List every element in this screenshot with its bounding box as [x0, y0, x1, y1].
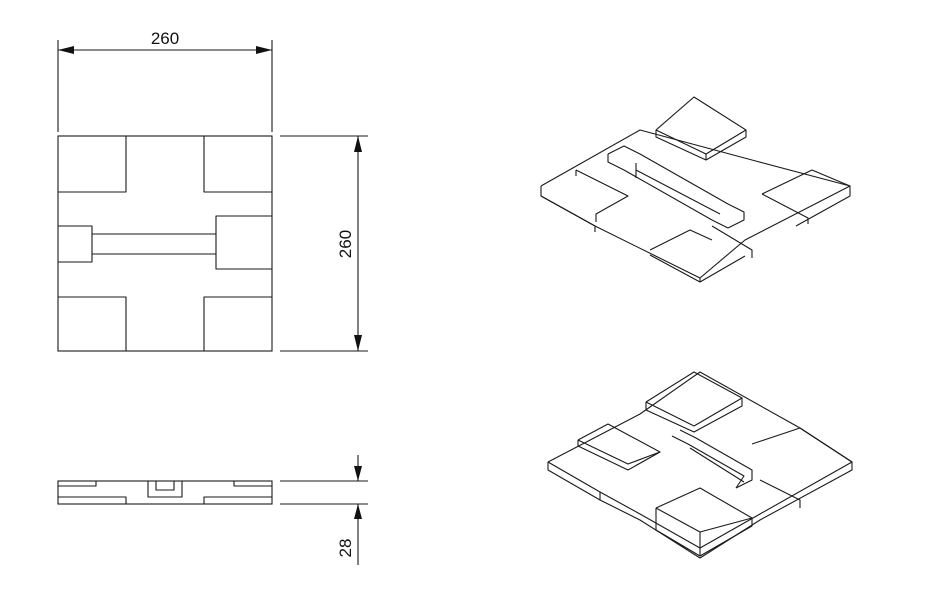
iso2-right-pad-front	[759, 479, 801, 508]
width-arrow-right	[256, 46, 272, 54]
iso2-left-pad	[577, 423, 661, 471]
iso2-bottom-pad	[655, 487, 753, 557]
isometric-view-bottom	[547, 371, 853, 559]
iso2-upper-pad-edge	[645, 397, 743, 427]
isometric-view-top	[540, 96, 851, 283]
side-channel-inner	[155, 481, 175, 491]
height-arrow-top	[354, 136, 362, 152]
iso1-left-pad	[575, 169, 629, 222]
iso2-channel-floor	[689, 447, 745, 483]
iso2-channel-outer	[679, 429, 753, 489]
side-right-top-step	[233, 481, 272, 487]
channel-right-block	[215, 215, 272, 270]
thickness-dimension: 28	[280, 455, 368, 565]
iso1-slab-top	[540, 129, 851, 279]
iso1-right-pad-front	[761, 193, 809, 224]
height-dimension-text: 260	[336, 230, 355, 258]
iso2-slab-top-edge	[547, 461, 853, 549]
iso1-bottom-pad	[711, 225, 753, 258]
iso1-channel-floor	[635, 169, 721, 215]
iso1-raised-pad	[655, 96, 747, 161]
width-dimension: 260	[57, 29, 273, 132]
thickness-dimension-text: 28	[336, 539, 355, 558]
pad-bottom-left	[58, 296, 127, 351]
top-view-outline	[57, 135, 273, 352]
iso1-right-pad	[761, 169, 851, 195]
iso1-channel-inner	[607, 154, 729, 229]
side-right-bottom-step	[203, 496, 272, 504]
side-left-bottom-step	[58, 496, 127, 504]
pad-top-left	[58, 136, 127, 193]
iso1-slab-front-left	[540, 195, 596, 232]
channel-left-block	[58, 225, 93, 263]
thickness-arrow-bottom	[354, 504, 362, 519]
iso2-slab-outline	[547, 371, 853, 559]
iso2-bottom-pad-edge	[655, 507, 753, 533]
pad-bottom-right	[203, 296, 272, 351]
side-left-top-step	[58, 481, 97, 487]
top-view	[57, 135, 273, 352]
side-view-outline	[57, 480, 273, 505]
thickness-arrow-top	[354, 466, 362, 481]
side-channel-outer	[147, 481, 183, 498]
iso1-slab-front-right	[795, 186, 851, 227]
iso2-channel-inner	[671, 435, 745, 489]
iso2-right-pad	[751, 427, 853, 463]
iso1-bottom-pad-top	[649, 229, 713, 251]
iso2-upper-pad	[645, 371, 743, 433]
iso1-raised-pad-edge	[655, 129, 747, 155]
iso1-bottom-tab	[649, 254, 746, 283]
height-dimension: 260	[280, 135, 368, 352]
iso1-channel-outer	[607, 145, 745, 229]
width-arrow-left	[58, 46, 74, 54]
side-view	[57, 480, 273, 505]
width-dimension-text: 260	[151, 29, 179, 48]
iso2-left-pad-edge	[577, 439, 661, 465]
height-arrow-bottom	[354, 335, 362, 351]
pad-top-right	[203, 136, 272, 193]
